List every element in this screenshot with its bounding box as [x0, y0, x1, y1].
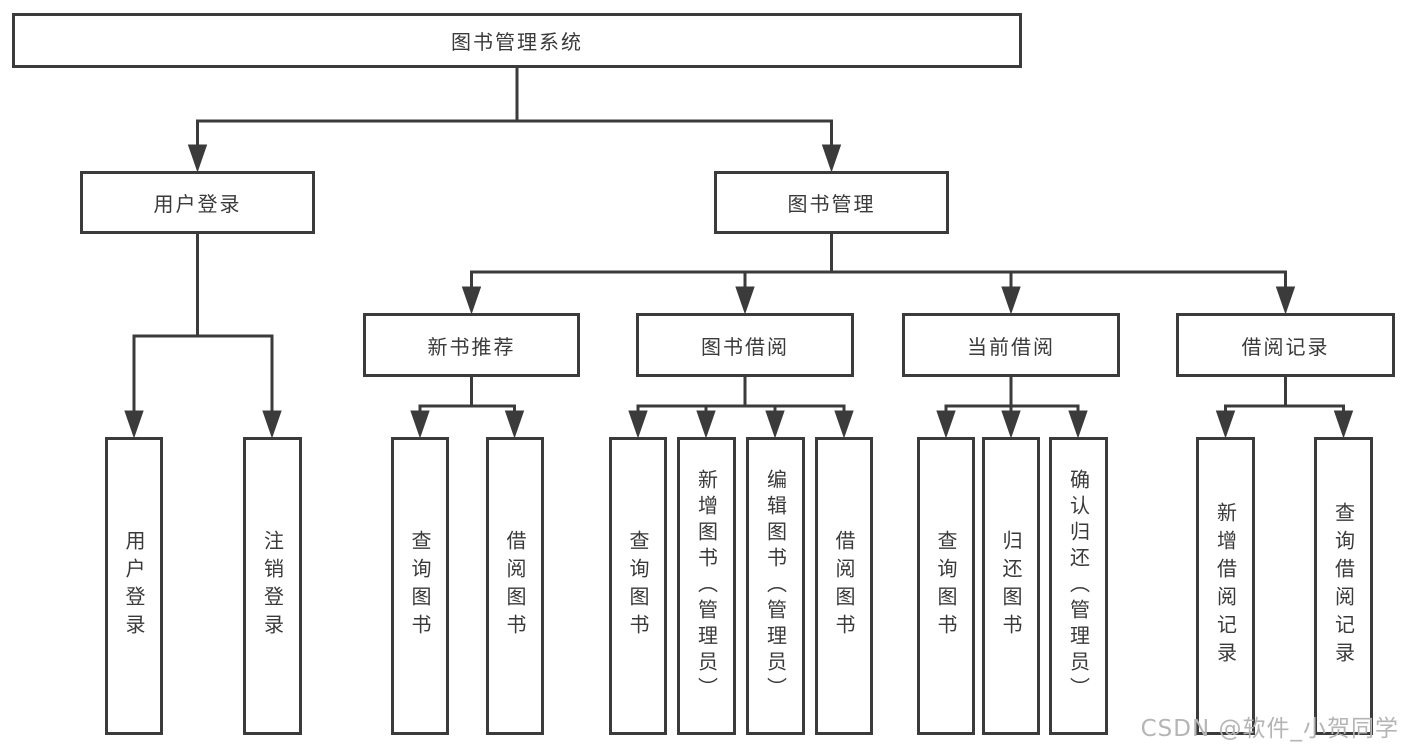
node-borrowing-records-label: 借阅记录: [1241, 334, 1330, 359]
node-leaf-borrow-books-borrowing-label: 借阅图书: [832, 530, 856, 642]
node-leaf-borrow-books-recommend-label: 借阅图书: [503, 530, 527, 642]
node-book-borrowing-label: 图书借阅: [701, 334, 789, 359]
node-leaf-edit-book-admin-label: 编辑图书（管理员）: [763, 469, 788, 703]
node-leaf-query-books-recommend: 查询图书: [391, 437, 449, 735]
node-leaf-confirm-return-admin-label: 确认归还（管理员）: [1066, 469, 1091, 703]
node-leaf-add-book-admin: 新增图书（管理员）: [677, 437, 736, 735]
node-leaf-query-books-current-label: 查询图书: [934, 530, 958, 642]
node-book-management-label: 图书管理: [787, 192, 876, 216]
connector-user-login-to-leaves: [124, 234, 282, 439]
node-leaf-query-borrow-record-label: 查询借阅记录: [1331, 502, 1356, 670]
connector-borrowing-records-to-leaves: [1215, 377, 1354, 439]
node-leaf-return-books-label: 归还图书: [999, 530, 1023, 642]
node-leaf-user-login: 用户登录: [105, 437, 163, 735]
node-new-book-recommend: 新书推荐: [363, 313, 580, 377]
node-user-login-label: 用户登录: [153, 192, 242, 216]
node-leaf-return-books: 归还图书: [982, 437, 1040, 735]
node-leaf-logout-label: 注销登录: [260, 530, 285, 642]
node-leaf-edit-book-admin: 编辑图书（管理员）: [746, 437, 805, 735]
node-leaf-user-login-label: 用户登录: [122, 530, 146, 642]
node-leaf-query-books-borrowing-label: 查询图书: [626, 530, 650, 642]
node-new-book-recommend-label: 新书推荐: [427, 334, 516, 359]
node-user-login: 用户登录: [80, 171, 315, 234]
node-leaf-query-books-current: 查询图书: [917, 437, 975, 735]
connector-new-book-recommend-to-leaves: [410, 377, 525, 439]
node-leaf-query-books-recommend-label: 查询图书: [408, 530, 432, 642]
connector-root-to-level2: [187, 68, 842, 173]
node-leaf-add-borrow-record: 新增借阅记录: [1196, 437, 1255, 735]
node-leaf-add-book-admin-label: 新增图书（管理员）: [694, 469, 719, 703]
connector-book-management-to-level3: [461, 234, 1296, 315]
node-library-system-label: 图书管理系统: [451, 30, 583, 54]
connector-current-borrowing-to-leaves: [936, 377, 1088, 439]
node-leaf-query-borrow-record: 查询借阅记录: [1314, 437, 1373, 735]
node-leaf-add-borrow-record-label: 新增借阅记录: [1213, 502, 1238, 670]
node-leaf-query-books-borrowing: 查询图书: [609, 437, 667, 735]
connector-book-borrowing-to-leaves: [628, 377, 854, 439]
node-leaf-borrow-books-borrowing: 借阅图书: [815, 437, 873, 735]
node-book-borrowing: 图书借阅: [636, 313, 854, 377]
node-leaf-confirm-return-admin: 确认归还（管理员）: [1049, 437, 1108, 735]
node-current-borrowing-label: 当前借阅: [967, 334, 1055, 359]
node-book-management: 图书管理: [714, 171, 949, 234]
watermark-text: CSDN @软件_小贺同学: [1140, 716, 1399, 742]
node-current-borrowing: 当前借阅: [902, 313, 1120, 377]
node-borrowing-records: 借阅记录: [1176, 313, 1395, 377]
node-leaf-logout: 注销登录: [243, 437, 302, 735]
node-library-system: 图书管理系统: [12, 13, 1022, 68]
node-leaf-borrow-books-recommend: 借阅图书: [486, 437, 544, 735]
